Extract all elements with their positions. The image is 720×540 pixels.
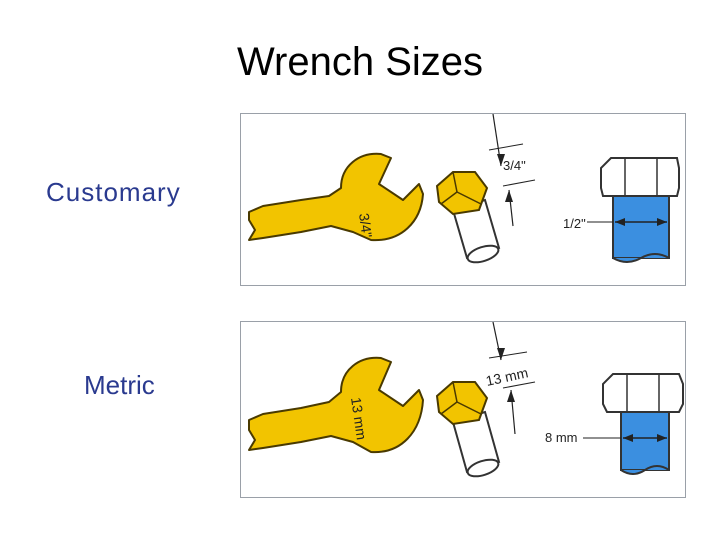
- head-dimension-label: 3/4": [503, 158, 526, 173]
- wrench-size-marking: 3/4": [356, 212, 375, 238]
- head-dimension-arrows: 3/4": [488, 114, 536, 227]
- upright-bolt: 8 mm: [545, 373, 684, 475]
- wrench-size-marking: 13 mm: [348, 396, 370, 441]
- head-dimension-arrows: 13 mm: [484, 322, 536, 435]
- metric-label: Metric: [84, 370, 155, 400]
- customary-diagram: 3/4" 3/4": [248, 114, 680, 264]
- metric-diagram: 13 mm 13 mm: [248, 322, 684, 478]
- shank-dimension-label: 8 mm: [545, 430, 578, 445]
- head-dimension-label: 13 mm: [484, 364, 529, 389]
- customary-label: Customary: [46, 177, 181, 207]
- customary-diagram-panel: 3/4" 3/4": [240, 113, 686, 286]
- upright-bolt: 1/2": [563, 157, 680, 263]
- open-end-wrench: 3/4": [248, 152, 424, 242]
- slide-title: Wrench Sizes: [236, 40, 483, 84]
- angled-bolt: [435, 171, 501, 264]
- angled-bolt: [435, 381, 501, 478]
- shank-dimension-label: 1/2": [563, 216, 586, 231]
- open-end-wrench: 13 mm: [248, 356, 424, 454]
- metric-diagram-panel: 13 mm 13 mm: [240, 321, 686, 498]
